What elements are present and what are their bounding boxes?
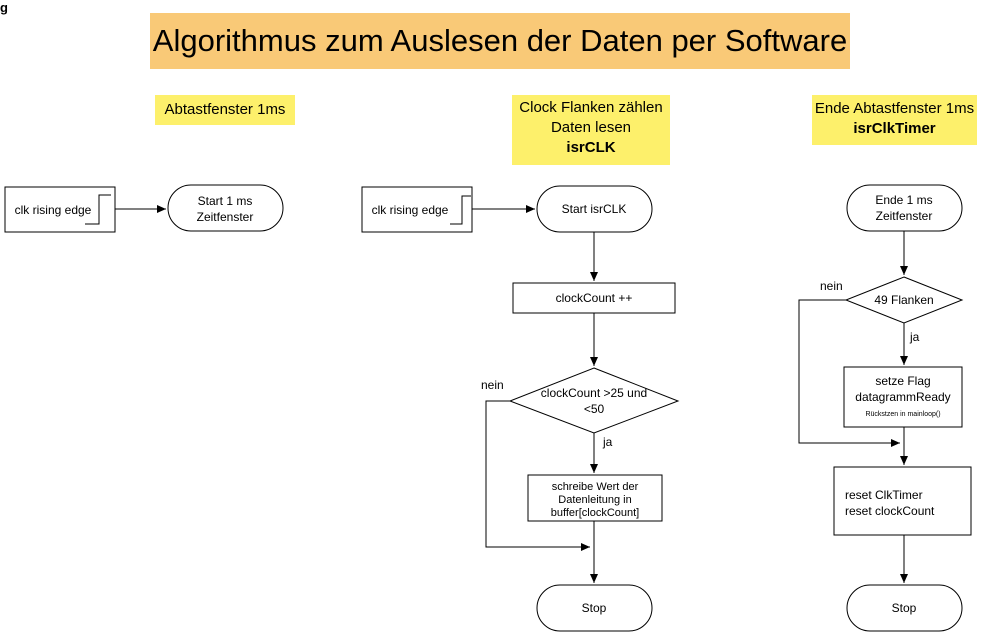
right-no-label: nein [820, 279, 843, 293]
middle-no-label: nein [481, 378, 504, 392]
middle-start-terminal: Start isrCLK [536, 185, 653, 233]
middle-decision-diamond: clockCount >25 und <50 [508, 367, 680, 434]
note-left-line-1: Abtastfenster 1ms [164, 101, 286, 118]
middle-decision-line-1: clockCount >25 und [541, 386, 647, 400]
right-reset-line-2: reset clockCount [845, 504, 935, 518]
right-reset-line-1: reset ClkTimer [845, 488, 923, 502]
note-middle-line-3: isrCLK [566, 139, 616, 156]
note-middle-line-2: Daten lesen [550, 119, 632, 136]
left-trigger-label: clk rising edge [15, 203, 92, 217]
right-flag-line-1: setze Flag [875, 374, 930, 388]
right-decision-label: 49 Flanken [874, 293, 933, 307]
middle-arrow-no-bypass [485, 400, 590, 551]
note-right-line-2: isrClkTimer [853, 120, 936, 137]
right-flag-note: Rückstzen in mainloop() [865, 411, 940, 418]
middle-write-line-2: Datenleitung in [558, 494, 631, 506]
right-flag-box: setze Flag datagrammReady Rückstzen in m… [843, 366, 963, 428]
note-middle-line-1: Clock Flanken zählen [519, 99, 663, 116]
middle-trigger-label: clk rising edge [372, 203, 449, 217]
middle-increment-label: clockCount ++ [556, 291, 633, 305]
middle-increment-box: clockCount ++ [512, 282, 676, 314]
left-start-line-1: Start 1 ms [198, 194, 253, 208]
right-reset-box: reset ClkTimer reset clockCount [833, 466, 972, 536]
right-arrow-no-bypass [798, 299, 900, 447]
left-start-line-2: Zeitfenster [197, 210, 254, 224]
left-start-terminal: Start 1 ms Zeitfenster [167, 184, 284, 232]
right-stop-label: Stop [892, 601, 917, 615]
right-yes-label: ja [909, 330, 920, 344]
note-middle: Clock Flanken zählen Daten lesen isrCLK [512, 95, 670, 165]
note-right-line-1: Ende Abtastfenster 1ms [814, 100, 975, 117]
middle-yes-label: ja [602, 435, 613, 449]
right-decision-diamond: 49 Flanken [844, 276, 964, 324]
right-start-line-2: Zeitfenster [876, 209, 933, 223]
right-start-terminal: Ende 1 ms Zeitfenster [846, 184, 963, 232]
right-start-line-1: Ende 1 ms [875, 193, 932, 207]
flow-left: clk rising edge Start 1 ms Zeitfenster [4, 184, 284, 233]
flow-right: Ende 1 ms Zeitfenster 49 Flanken ja setz… [798, 184, 972, 632]
middle-stop-label: Stop [582, 601, 607, 615]
right-flag-line-2: datagrammReady [855, 390, 950, 404]
middle-write-box: schreibe Wert der Datenleitung in buffer… [527, 474, 663, 522]
flow-middle: clk rising edge Start isrCLK clockCount … [361, 185, 680, 632]
left-trigger-box: clk rising edge [4, 186, 116, 233]
note-left: Abtastfenster 1ms [155, 95, 295, 125]
middle-trigger-box: clk rising edge [361, 186, 473, 233]
middle-decision-line-2: <50 [584, 402, 605, 416]
header-fragment: g [0, 0, 8, 15]
middle-stop-terminal: Stop [536, 584, 653, 632]
middle-write-line-3: buffer[clockCount] [551, 507, 639, 519]
right-stop-terminal: Stop [846, 584, 963, 632]
note-right: Ende Abtastfenster 1ms isrClkTimer [812, 95, 977, 145]
middle-write-line-1: schreibe Wert der [552, 481, 639, 493]
middle-start-label: Start isrCLK [562, 202, 627, 216]
page-title: Algorithmus zum Auslesen der Daten per S… [150, 13, 850, 69]
